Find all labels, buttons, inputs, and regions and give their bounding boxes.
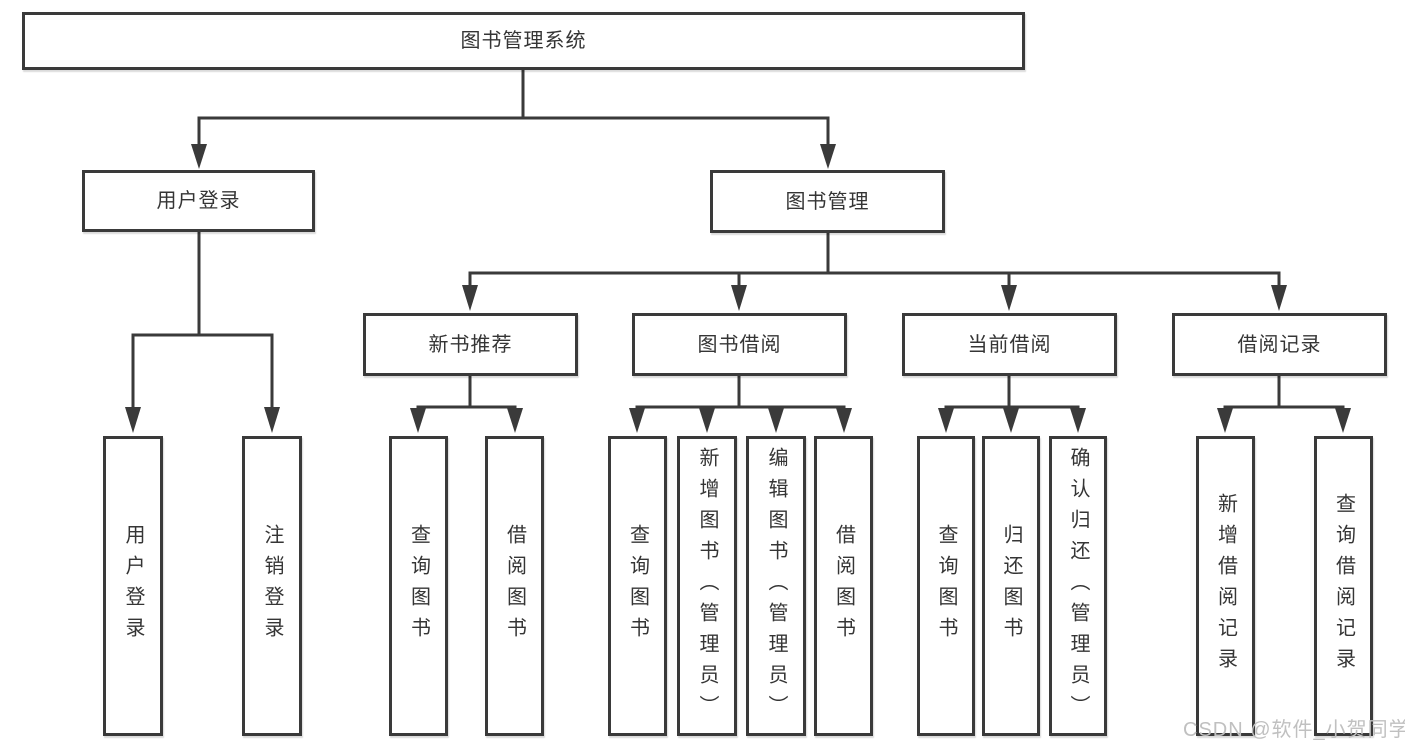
connector-root <box>191 68 836 169</box>
arrowhead <box>836 408 852 433</box>
node-user-login: 用户登录 <box>82 170 315 232</box>
node-current-borrow-label: 当前借阅 <box>967 333 1052 356</box>
leaf-add-borrow-record: 新增借阅记录 <box>1196 436 1255 736</box>
leaf-query-books-3: 查询图书 <box>917 436 975 736</box>
connector-current-borrow <box>938 374 1086 433</box>
arrowhead <box>264 407 280 433</box>
node-book-management: 图书管理 <box>710 170 945 233</box>
connector-new-book-rec <box>410 374 523 433</box>
arrowhead <box>731 285 747 311</box>
node-current-borrow: 当前借阅 <box>902 313 1117 376</box>
leaf-label: 查询借阅记录 <box>1332 493 1355 679</box>
arrowhead <box>938 408 954 433</box>
connector-book-borrow <box>629 374 852 433</box>
leaf-query-borrow-record: 查询借阅记录 <box>1314 436 1373 736</box>
arrowhead <box>629 408 645 433</box>
node-root-label: 图书管理系统 <box>460 30 587 52</box>
node-new-book-rec-label: 新书推荐 <box>428 333 513 356</box>
arrowhead <box>1217 408 1233 433</box>
node-root: 图书管理系统 <box>22 12 1025 70</box>
leaf-query-books-2: 查询图书 <box>608 436 667 736</box>
leaf-borrow-books-2: 借阅图书 <box>814 436 873 736</box>
arrowhead <box>768 408 784 433</box>
watermark: CSDN @软件_小贺同学 <box>1183 719 1405 741</box>
leaf-label: 编辑图书（管理员） <box>765 446 787 726</box>
node-borrow-records-label: 借阅记录 <box>1237 333 1322 356</box>
leaf-label: 新增借阅记录 <box>1214 493 1237 679</box>
arrowhead <box>410 408 426 433</box>
arrowhead <box>125 407 141 433</box>
leaf-label: 查询图书 <box>407 524 430 648</box>
leaf-edit-books-admin: 编辑图书（管理员） <box>746 436 806 736</box>
arrowhead <box>1001 285 1017 311</box>
leaf-confirm-return-admin: 确认归还（管理员） <box>1049 436 1107 736</box>
leaf-add-books-admin: 新增图书（管理员） <box>677 436 737 736</box>
leaf-query-books-1: 查询图书 <box>389 436 448 736</box>
leaf-label: 用户登录 <box>122 524 144 648</box>
node-book-management-label: 图书管理 <box>785 190 870 213</box>
arrowhead <box>1070 408 1086 433</box>
leaf-label: 注销登录 <box>261 524 283 648</box>
arrowhead <box>462 285 478 311</box>
node-user-login-label: 用户登录 <box>156 190 241 212</box>
leaf-label: 借阅图书 <box>832 524 855 648</box>
node-book-borrow-label: 图书借阅 <box>697 333 782 356</box>
connector-user-login <box>125 230 280 433</box>
leaf-label: 新增图书（管理员） <box>696 446 718 726</box>
node-borrow-records: 借阅记录 <box>1172 313 1387 376</box>
arrowhead <box>820 144 836 169</box>
leaf-user-login: 用户登录 <box>103 436 163 736</box>
arrowhead <box>191 144 207 169</box>
leaf-label: 查询图书 <box>935 524 957 648</box>
leaf-label: 归还图书 <box>1000 524 1022 648</box>
arrowhead <box>1335 408 1351 433</box>
arrowhead <box>1271 285 1287 311</box>
leaf-logout: 注销登录 <box>242 436 302 736</box>
arrowhead <box>1003 408 1019 433</box>
node-book-borrow: 图书借阅 <box>632 313 847 376</box>
connector-borrow-records <box>1217 374 1351 433</box>
arrowhead <box>507 408 523 433</box>
leaf-return-books: 归还图书 <box>982 436 1040 736</box>
leaf-label: 查询图书 <box>626 524 649 648</box>
connector-book-management <box>462 231 1287 311</box>
leaf-borrow-books-1: 借阅图书 <box>485 436 544 736</box>
node-new-book-rec: 新书推荐 <box>363 313 578 376</box>
leaf-label: 确认归还（管理员） <box>1067 446 1089 726</box>
arrowhead <box>699 408 715 433</box>
leaf-label: 借阅图书 <box>503 524 526 648</box>
